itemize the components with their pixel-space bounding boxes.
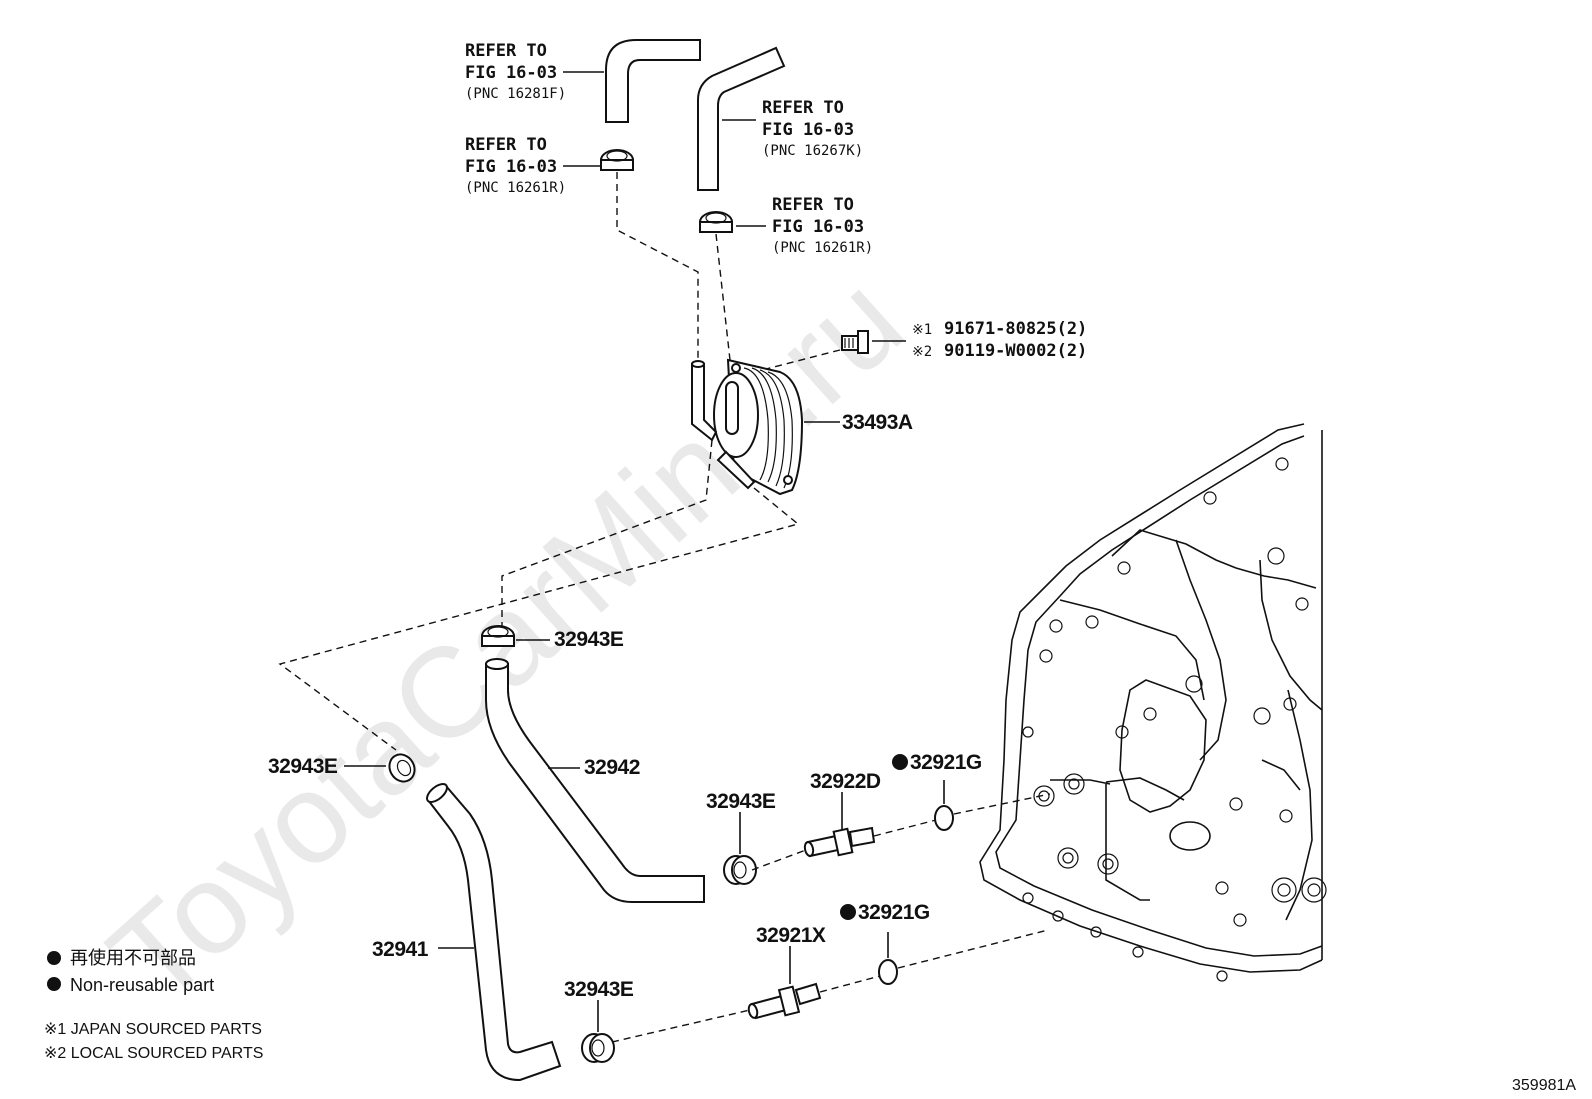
legend-note-2: ※2 LOCAL SOURCED PARTS [44,1045,263,1062]
label-clamp-mid: 32943E [706,790,776,813]
legend-note-1: ※1 JAPAN SOURCED PARTS [44,1021,262,1038]
clamp-lower[interactable] [581,1033,615,1063]
ref-block-3: REFER TO FIG 16-03 (PNC 16267K) [762,98,863,159]
figure-id: 359981A [1512,1077,1576,1094]
non-reusable-mark-upper [892,754,908,770]
legend: 再使用不可部品 Non-reusable part ※1 JAPAN SOURC… [44,948,263,1062]
label-hose-lower: 32941 [372,938,429,961]
legend-dot-en [47,977,61,991]
legend-dot-jp [47,951,61,965]
label-clamp-upper: 32943E [554,628,624,651]
non-reusable-mark-lower [840,904,856,920]
bolt-ref-1-number: 91671-80825(2) [944,319,1087,339]
ref-block-2: REFER TO FIG 16-03 (PNC 16261R) [465,135,566,196]
ref-1-line2: FIG 16-03 [465,63,557,83]
bolt-ref-2-number: 90119-W0002(2) [944,341,1087,361]
union-lower[interactable] [747,982,822,1020]
oring-lower[interactable] [878,959,898,985]
ref-3-line2: FIG 16-03 [762,120,854,140]
ref-1-line3: (PNC 16281F) [465,86,566,102]
label-clamp-left: 32943E [268,755,338,778]
label-cooler: 33493A [842,411,913,434]
ref-2-line3: (PNC 16261R) [465,180,566,196]
label-clamp-lower: 32943E [564,978,634,1001]
ref-block-4: REFER TO FIG 16-03 (PNC 16261R) [772,195,873,256]
ref-3-line3: (PNC 16267K) [762,143,863,159]
hose-32941[interactable] [424,781,562,1082]
bolt-ref-2-mark: ※2 [912,344,932,360]
ref-4-line2: FIG 16-03 [772,217,864,237]
legend-en-text: Non-reusable part [70,975,214,995]
hose-16281f[interactable] [605,39,701,123]
clamp-16261r-left[interactable] [600,149,634,171]
bolt-refs: ※1 91671-80825(2) ※2 90119-W0002(2) [912,319,1087,361]
transmission-case [979,423,1327,982]
bolt[interactable] [841,330,869,354]
oring-upper[interactable] [934,805,954,831]
legend-jp-text: 再使用不可部品 [70,948,196,968]
bolt-ref-1-mark: ※1 [912,322,932,338]
label-oring-lower: 32921G [858,901,930,924]
ref-3-line1: REFER TO [762,98,844,118]
ref-4-line3: (PNC 16261R) [772,240,873,256]
hose-32942[interactable] [485,658,705,903]
ref-1-line1: REFER TO [465,41,547,61]
clamp-left[interactable] [385,750,420,786]
ref-4-line1: REFER TO [772,195,854,215]
clamp-16261r-right[interactable] [699,211,733,233]
clamp-upper[interactable] [481,625,515,647]
label-oring-upper: 32921G [910,751,982,774]
label-union-lower: 32921X [756,924,826,947]
ref-2-line1: REFER TO [465,135,547,155]
ref-block-1: REFER TO FIG 16-03 (PNC 16281F) [465,41,566,102]
hose-16267k[interactable] [697,46,786,191]
oil-cooler[interactable] [691,358,804,496]
ref-2-line2: FIG 16-03 [465,157,557,177]
union-upper[interactable] [803,826,876,858]
label-union-upper: 32922D [810,770,881,793]
clamp-mid[interactable] [723,855,757,885]
label-hose-upper: 32942 [584,756,640,779]
